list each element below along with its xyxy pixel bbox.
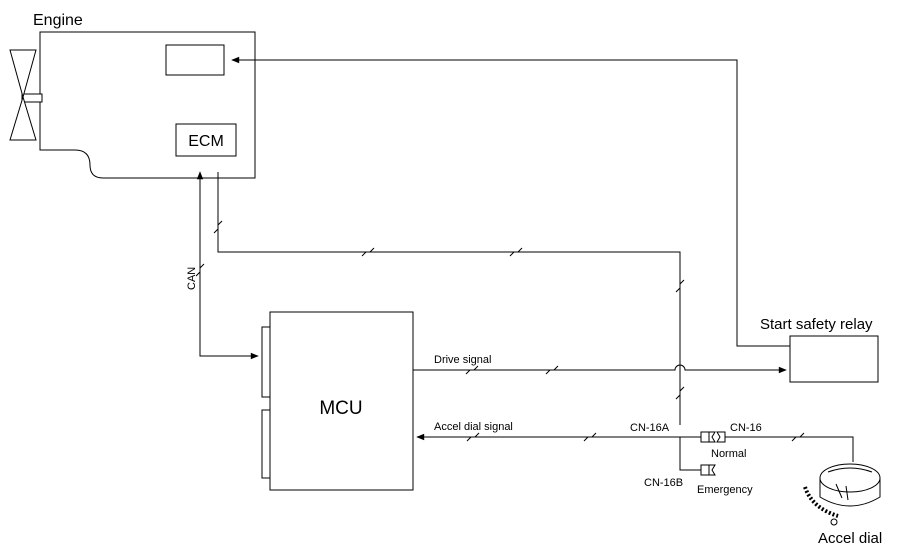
engine-label: Engine	[33, 12, 83, 29]
ecm-box: ECM	[175, 123, 237, 157]
mcu-label: MCU	[319, 398, 362, 419]
ecm-label: ECM	[188, 133, 224, 150]
drive-signal-line: Drive signal	[413, 354, 787, 375]
connector-cn16b: CN-16B Emergency	[644, 437, 753, 496]
connector-cn16: CN-16 Normal	[680, 422, 854, 462]
fan-icon	[9, 49, 43, 141]
cn16-label: CN-16	[730, 422, 762, 434]
accel-dial-signal-label: Accel dial signal	[434, 421, 513, 433]
start-safety-relay: Start safety relay	[760, 316, 879, 383]
relay-to-engine-line	[231, 56, 790, 347]
can-line: CAN	[186, 171, 259, 360]
emergency-label: Emergency	[697, 484, 753, 496]
can-label: CAN	[186, 267, 198, 290]
drive-signal-label: Drive signal	[434, 354, 491, 366]
normal-label: Normal	[711, 448, 746, 460]
accel-dial-label: Accel dial	[818, 530, 882, 547]
accel-dial-signal-line: Accel dial signal CN-16A	[416, 421, 680, 442]
start-safety-relay-label: Start safety relay	[760, 316, 873, 333]
cn16b-label: CN-16B	[644, 477, 683, 489]
mcu-box: MCU	[261, 311, 414, 491]
ecm-feedback-line	[213, 172, 685, 425]
cn16a-label: CN-16A	[630, 422, 670, 434]
accel-dial-icon: Accel dial	[803, 463, 882, 547]
engine-actuator-box	[165, 44, 225, 76]
